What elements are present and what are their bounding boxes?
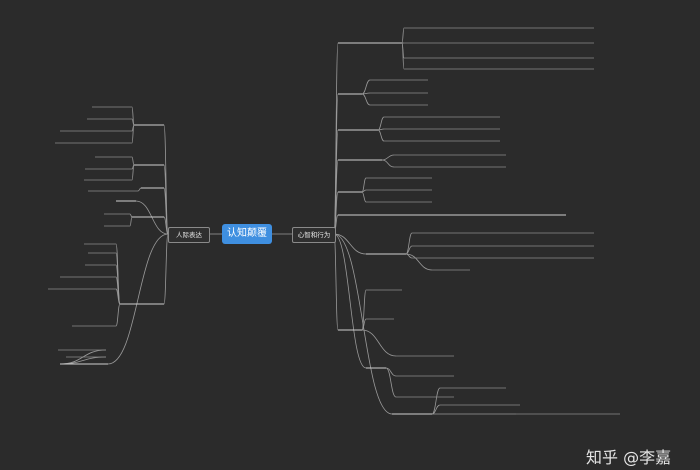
connector-line (405, 253, 433, 271)
connector-line (381, 159, 395, 168)
connector-line (361, 289, 367, 331)
connector-line (115, 303, 121, 327)
connector-line (381, 154, 395, 161)
connector-line (163, 233, 169, 305)
connector-line (361, 191, 367, 203)
connector-line (115, 288, 121, 305)
connector-line (385, 367, 397, 398)
connector-line (377, 129, 385, 142)
connector-line (401, 27, 405, 44)
connector-line (163, 216, 169, 235)
connector-line (137, 187, 142, 192)
connector-line (377, 116, 385, 131)
connector-line (131, 164, 135, 181)
connector-line (431, 387, 441, 415)
branch-mind-and-behavior[interactable]: 心智和行为 (292, 227, 336, 243)
central-topic[interactable]: 认知颠覆 (222, 224, 272, 244)
connector-line (107, 233, 169, 365)
connector-line (131, 124, 135, 144)
connector-line (333, 233, 367, 369)
connector-line (361, 93, 371, 106)
connector-line (361, 329, 397, 357)
connector-line (131, 156, 135, 166)
connector-line (333, 233, 367, 255)
connector-line (129, 216, 133, 227)
connector-line (59, 356, 107, 365)
connector-line (129, 213, 133, 218)
zhihu-watermark: 知乎 @李嘉 (586, 448, 672, 467)
connector-line (163, 187, 169, 235)
branch-interpersonal-expression[interactable]: 人际表达 (168, 227, 210, 243)
connector-line (401, 42, 405, 70)
connector-line (333, 233, 393, 415)
connector-line (361, 79, 371, 95)
topic-nodes (48, 27, 620, 415)
connector-line (333, 233, 339, 331)
